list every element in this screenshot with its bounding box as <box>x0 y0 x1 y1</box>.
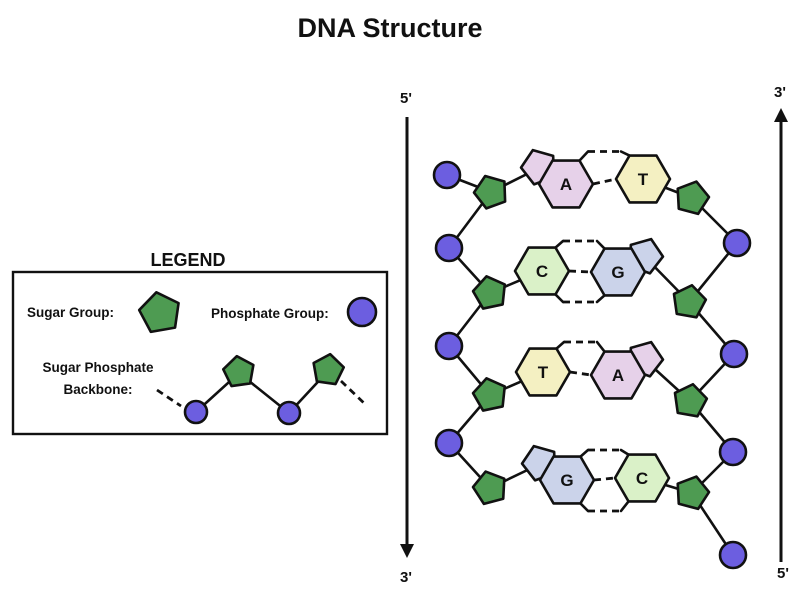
base-adenine: A <box>515 142 595 209</box>
base-guanine: G <box>516 438 596 505</box>
hydrogen-bonds <box>554 150 631 513</box>
hydrogen-bond <box>592 177 617 186</box>
hydrogen-bond <box>579 500 630 513</box>
base-letter: G <box>560 471 573 490</box>
phosphate-icon <box>718 437 748 467</box>
base-letter: T <box>538 363 549 382</box>
hydrogen-bond <box>579 448 630 458</box>
phosphate-icon <box>276 400 302 426</box>
base-adenine: A <box>589 334 669 400</box>
phosphate-icon <box>346 296 378 328</box>
phosphate-icon <box>434 331 464 361</box>
base-cytosine: C <box>613 453 671 503</box>
right-strand-bottom-label: 5' <box>777 565 789 582</box>
base-pairs: A T C G T A <box>513 142 672 505</box>
backbone-sample: Sugar Phosphate Backbone: <box>42 350 366 426</box>
backbone-label-line1: Sugar Phosphate <box>42 360 154 375</box>
base-letter: A <box>612 366 624 385</box>
phosphates <box>432 160 752 570</box>
backbone-links <box>194 369 330 415</box>
backbone-dashed-end <box>156 388 182 408</box>
phosphate-icon <box>718 540 748 570</box>
base-letter: A <box>560 175 572 194</box>
legend-heading: LEGEND <box>150 250 225 270</box>
phosphate-icon <box>183 399 209 425</box>
phosphate-icon <box>722 228 752 258</box>
hydrogen-bond <box>578 150 631 162</box>
backbone-dashed-end <box>340 379 366 406</box>
arrow-up-icon <box>774 108 788 122</box>
hydrogen-bond <box>555 340 606 353</box>
base-letter: C <box>536 262 548 281</box>
phosphate-icon <box>719 339 749 369</box>
base-cytosine: C <box>513 246 571 296</box>
base-letter: G <box>611 263 624 282</box>
sugars <box>468 169 714 512</box>
base-letter: C <box>636 469 648 488</box>
phosphate-icon <box>432 160 462 190</box>
hydrogen-bond <box>554 293 606 304</box>
base-thymine: T <box>514 347 572 397</box>
base-letter: T <box>638 170 649 189</box>
page-title: DNA Structure <box>297 13 482 43</box>
right-strand-top-label: 3' <box>774 84 786 101</box>
left-strand-direction-arrow: 5' 3' <box>400 90 414 586</box>
base-guanine: G <box>589 231 669 297</box>
backbone-label-line2: Backbone: <box>63 382 132 397</box>
sugar-icon <box>671 176 714 217</box>
hydrogen-bond <box>569 370 592 377</box>
base-thymine: T <box>614 154 672 204</box>
phosphate-icon <box>434 233 464 263</box>
hydrogen-bond <box>554 239 606 250</box>
right-strand-direction-arrow: 3' 5' <box>774 84 789 582</box>
arrow-down-icon <box>400 544 414 558</box>
legend: LEGEND Sugar Group: Phosphate Group: Sug… <box>11 250 389 436</box>
left-strand-bottom-label: 3' <box>400 569 412 586</box>
phosphate-group-label: Phosphate Group: <box>211 306 329 321</box>
hydrogen-bond <box>593 476 616 482</box>
hydrogen-bond <box>568 269 592 274</box>
left-strand-top-label: 5' <box>400 90 412 107</box>
phosphate-icon <box>434 428 464 458</box>
sugar-group-label: Sugar Group: <box>27 305 114 320</box>
sugar-icon <box>468 169 513 212</box>
